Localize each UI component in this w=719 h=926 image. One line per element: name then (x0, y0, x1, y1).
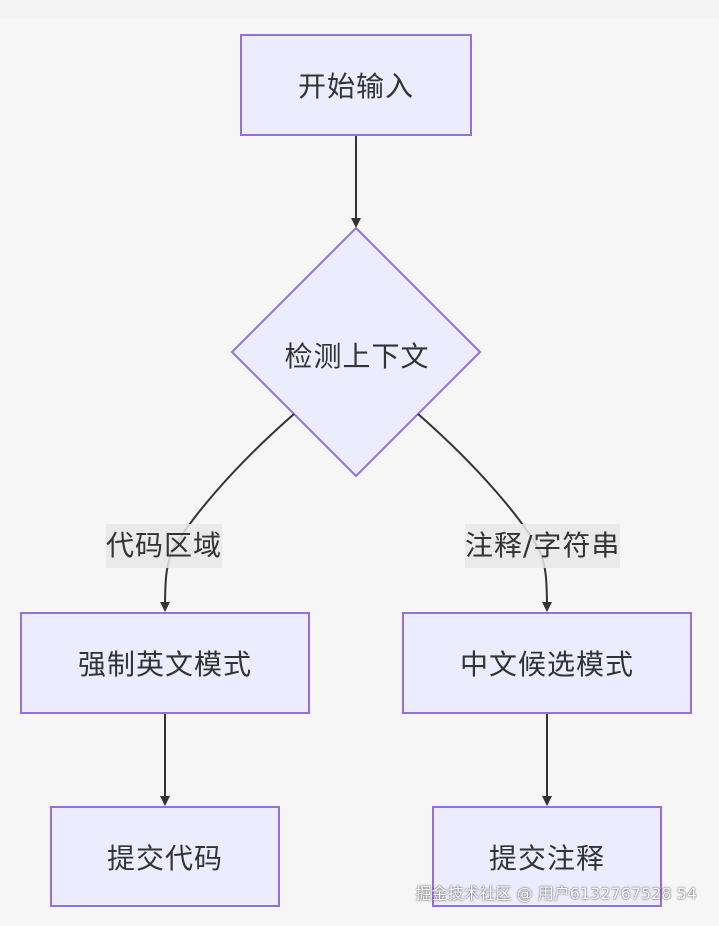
top-band (0, 0, 719, 18)
node-force-english-mode: 强制英文模式 (20, 612, 310, 714)
node-detect-context-label: 检测上下文 (284, 340, 430, 373)
edge-decision-to-english-mode (160, 413, 295, 612)
node-submit-comment: 提交注释 (432, 806, 662, 907)
edge-label-comment-string: 注释/字符串 (465, 524, 621, 568)
node-submit-comment-label: 提交注释 (488, 841, 605, 875)
node-chinese-candidate-mode: 中文候选模式 (402, 612, 692, 714)
node-chinese-candidate-mode-label: 中文候选模式 (459, 648, 634, 681)
watermark-text: 掘金技术社区 @ 用户6132767528 54 (415, 884, 697, 903)
node-start-input-label: 开始输入 (297, 70, 414, 103)
edge-label-code-region: 代码区域 (106, 524, 223, 568)
node-submit-code: 提交代码 (50, 806, 280, 907)
edge-decision-to-chinese-mode (417, 413, 552, 612)
node-force-english-mode-label: 强制英文模式 (77, 648, 252, 681)
node-submit-code-label: 提交代码 (106, 841, 223, 875)
node-start-input: 开始输入 (240, 34, 472, 136)
